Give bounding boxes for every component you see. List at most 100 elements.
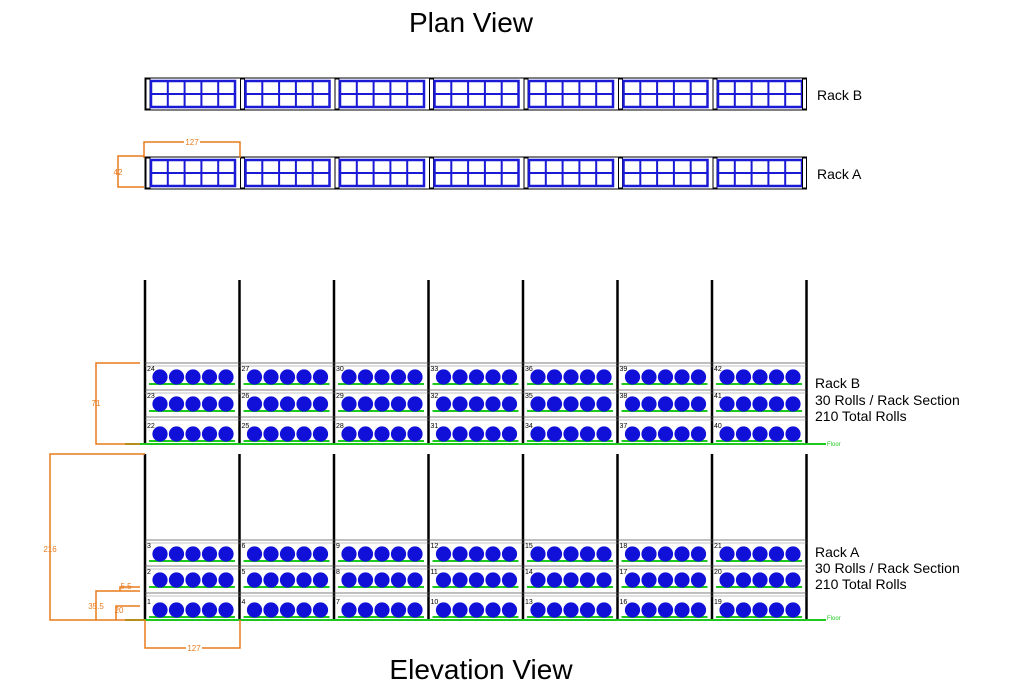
position-number: 35 [525, 393, 533, 400]
plan-upright [802, 78, 807, 110]
roll [185, 396, 201, 412]
plan-rack-b [144, 77, 807, 111]
position-number: 28 [336, 423, 344, 430]
roll [501, 369, 518, 385]
plan-upright [334, 78, 340, 110]
roll [168, 426, 185, 442]
roll [390, 572, 407, 588]
rack-a-total-dimension: 216 [43, 545, 57, 554]
roll [341, 396, 357, 412]
elevation-view-title: Elevation View [389, 654, 573, 685]
plan-upright [618, 157, 623, 189]
position-number: 8 [336, 569, 340, 576]
plan-upright [523, 78, 529, 110]
roll [719, 369, 735, 385]
roll [452, 602, 468, 618]
plan-rack-a [144, 156, 807, 190]
roll [563, 572, 579, 588]
roll [263, 369, 279, 385]
roll [312, 396, 329, 412]
roll [719, 572, 735, 588]
roll [435, 426, 452, 442]
roll [218, 602, 234, 618]
roll [752, 396, 768, 412]
roll [168, 396, 185, 412]
roll [468, 396, 485, 412]
roll [390, 602, 407, 618]
roll [752, 546, 768, 562]
roll [719, 426, 735, 442]
roll [624, 546, 641, 562]
roll [768, 369, 785, 385]
roll [185, 602, 201, 618]
plan-depth-dimension-line [117, 155, 144, 188]
roll [296, 572, 312, 588]
roll [501, 602, 518, 618]
roll [485, 426, 501, 442]
rack-a-dim-a-line [95, 590, 140, 620]
roll [596, 546, 612, 562]
roll [719, 396, 735, 412]
roll [546, 546, 563, 562]
roll [785, 546, 801, 562]
position-number: 10 [431, 599, 439, 606]
roll [485, 602, 501, 618]
plan-upright [429, 157, 434, 189]
rack-a-width-dimension: 127 [187, 644, 201, 653]
plan-upright [802, 157, 807, 189]
roll [312, 602, 329, 618]
roll [185, 546, 201, 562]
roll [341, 572, 357, 588]
position-number: 20 [714, 569, 722, 576]
roll [168, 602, 185, 618]
roll [624, 426, 641, 442]
position-number: 42 [714, 366, 722, 373]
position-number: 41 [714, 393, 722, 400]
roll [596, 426, 612, 442]
roll [374, 426, 390, 442]
roll [341, 369, 357, 385]
roll [690, 369, 707, 385]
roll [579, 396, 596, 412]
roll [530, 572, 546, 588]
roll [407, 369, 423, 385]
roll [435, 572, 452, 588]
roll [296, 546, 312, 562]
roll [579, 546, 596, 562]
roll [674, 572, 690, 588]
roll [452, 546, 468, 562]
roll [218, 369, 234, 385]
roll [152, 396, 168, 412]
position-number: 4 [242, 599, 246, 606]
position-number: 6 [242, 543, 246, 550]
roll [279, 602, 296, 618]
position-number: 22 [147, 423, 155, 430]
plan-upright [712, 78, 718, 110]
position-number: 11 [431, 569, 438, 576]
roll [263, 546, 279, 562]
rack-a-dim-c: 5.5 [120, 582, 132, 591]
roll [596, 572, 612, 588]
roll [657, 396, 674, 412]
roll [341, 426, 357, 442]
roll [657, 426, 674, 442]
roll [719, 602, 735, 618]
position-number: 36 [525, 366, 533, 373]
position-number: 38 [620, 393, 628, 400]
roll [468, 426, 485, 442]
roll [246, 426, 263, 442]
roll [218, 396, 234, 412]
roll [263, 426, 279, 442]
roll [546, 602, 563, 618]
roll [530, 396, 546, 412]
roll [312, 546, 329, 562]
rack-a-dim-b-line [115, 605, 140, 620]
position-number: 17 [620, 569, 628, 576]
roll [641, 546, 657, 562]
rack-a-dim-b: 20 [115, 606, 124, 615]
roll [263, 396, 279, 412]
roll [735, 572, 752, 588]
roll [246, 572, 263, 588]
roll [357, 396, 374, 412]
